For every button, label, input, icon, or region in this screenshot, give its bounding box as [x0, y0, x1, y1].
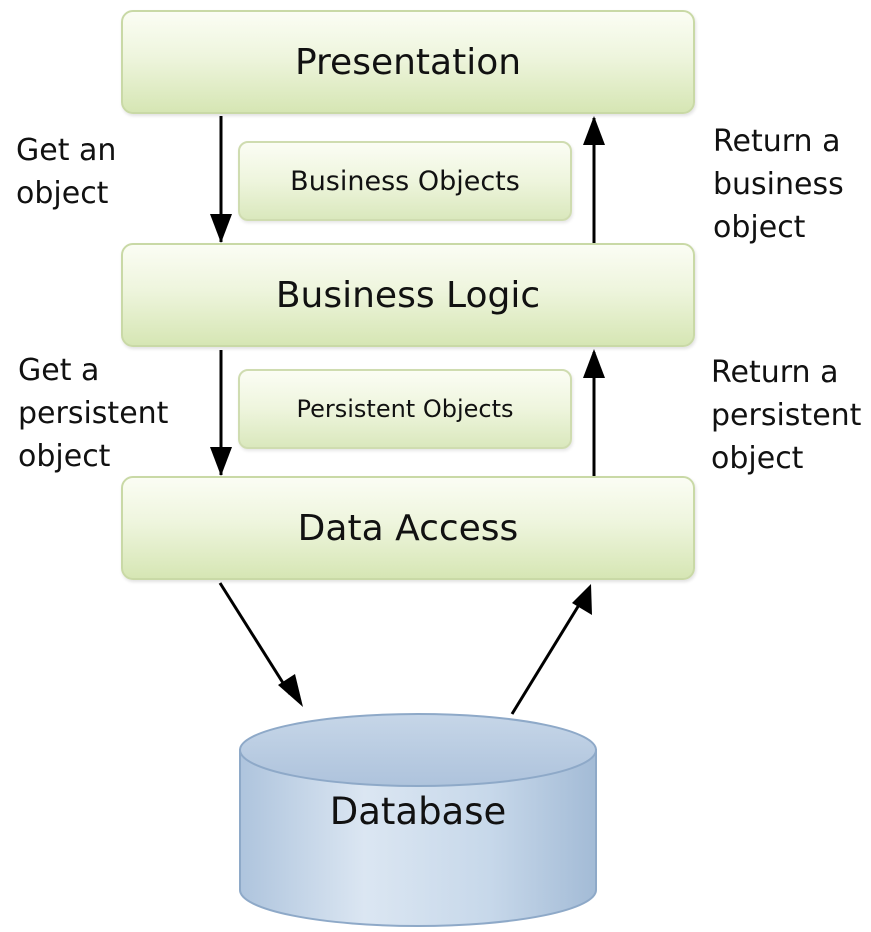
query-database-arrow [218, 582, 292, 695]
query-database-arrowhead [278, 674, 303, 707]
database-cylinder [239, 713, 597, 927]
return-business-object-note: Return a business object [713, 124, 844, 245]
database-label: Database [329, 790, 507, 833]
get-object-arrowhead [210, 214, 232, 243]
presentation-label: Presentation [294, 41, 522, 83]
get-persistent-object-arrowhead [210, 447, 232, 476]
return-persistent-object-arrowhead [583, 349, 605, 378]
get-object-note: Get an object [16, 133, 117, 211]
return-persistent-object-note: Return a persistent object [711, 355, 862, 476]
presentation-layer: Presentation [121, 10, 695, 114]
database-result-arrow [510, 599, 584, 715]
business-objects-box: Business Objects [238, 141, 572, 221]
business-objects-label: Business Objects [290, 165, 520, 197]
business-logic-layer: Business Logic [121, 243, 695, 347]
return-business-object-arrowhead [583, 116, 605, 145]
business-logic-label: Business Logic [275, 274, 541, 316]
persistent-objects-label: Persistent Objects [296, 395, 514, 423]
database-result-arrowhead [572, 584, 592, 615]
data-access-layer: Data Access [121, 476, 695, 580]
persistent-objects-box: Persistent Objects [238, 369, 572, 449]
get-persistent-object-note: Get a persistent object [18, 353, 169, 474]
data-access-label: Data Access [297, 507, 519, 549]
